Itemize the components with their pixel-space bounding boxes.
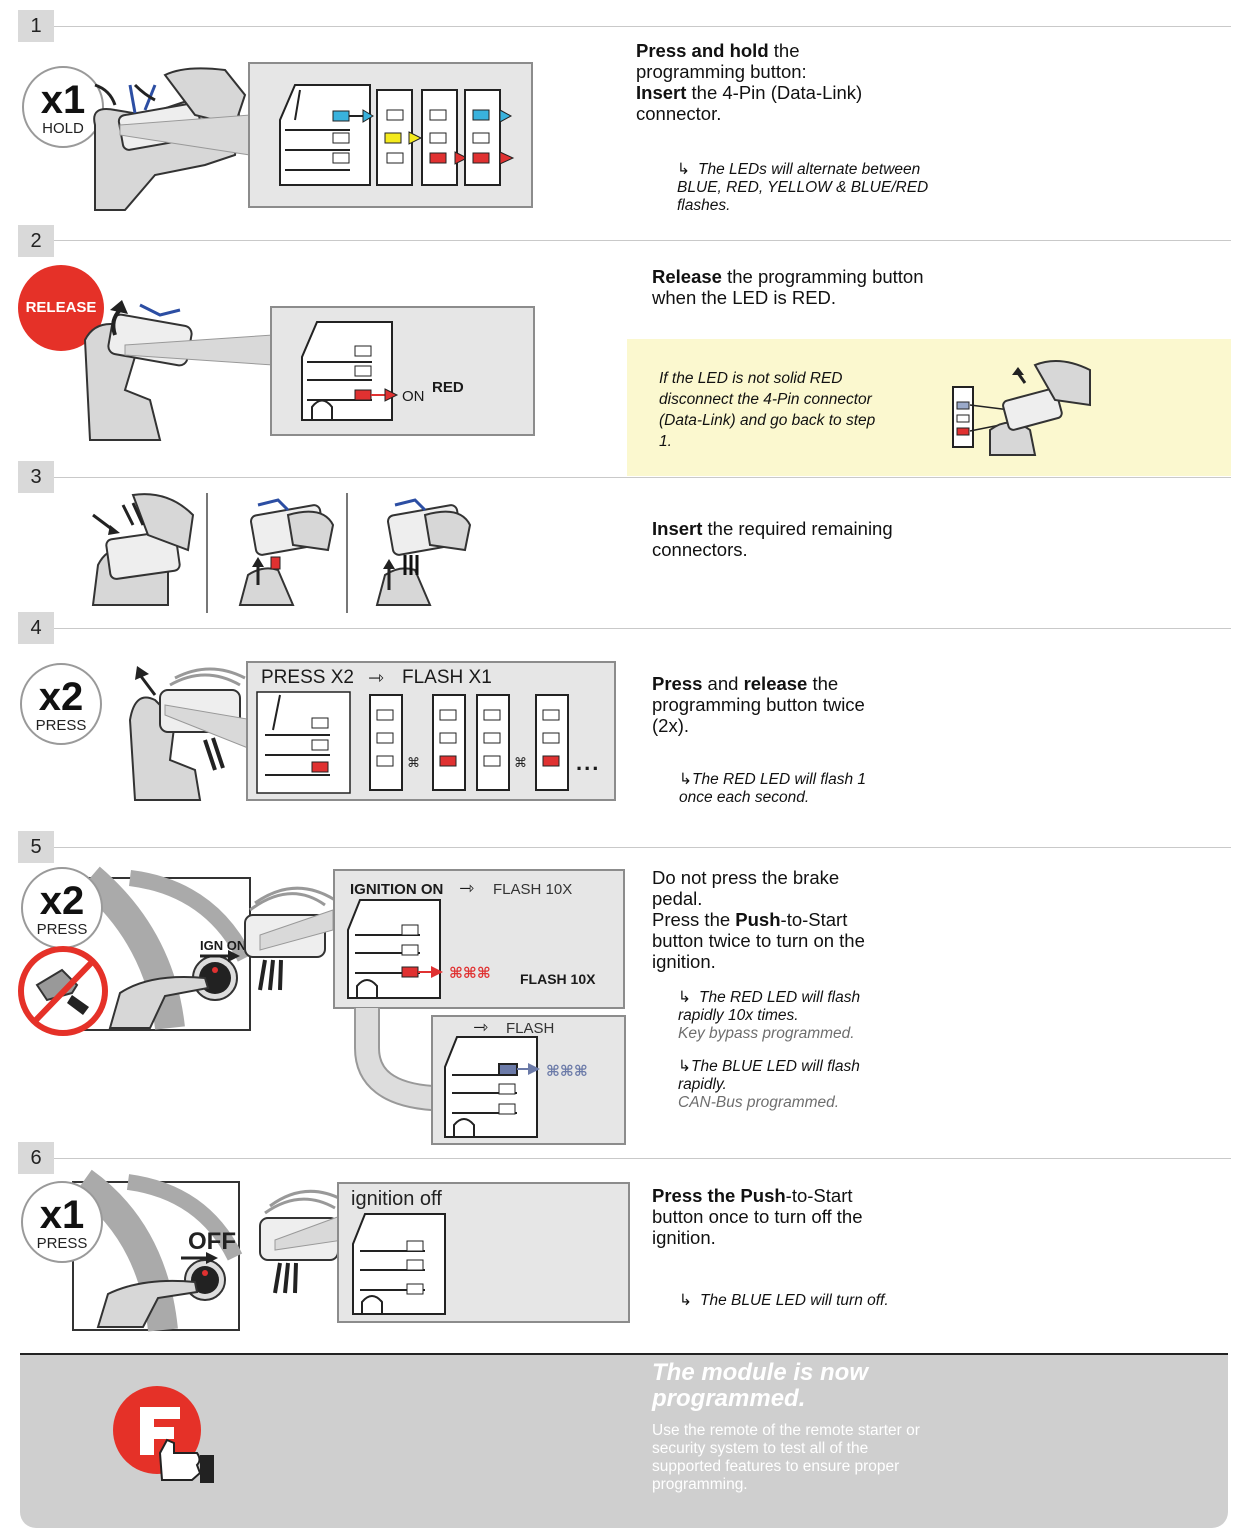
ign-on-label: IGN ON [200,938,247,953]
led-sequence-illustration [279,84,515,186]
press-x2-label: PRESS X2 [261,667,354,688]
no-brake-icon [18,946,108,1036]
arrow-return-icon: ↳ [678,1058,691,1075]
insert-connector-illustration-3 [375,498,472,606]
hold-badge: x1 HOLD [22,66,104,148]
connector-curve [354,1008,434,1111]
step-divider [54,240,1231,241]
flash-sequence-illustration: ⌘ ⌘ [256,691,569,794]
press-badge: x2 PRESS [21,867,103,949]
arrow-right-icon: ⇾ [459,878,475,898]
step-number-3: 3 [18,461,54,493]
red-led-illustration [301,321,399,421]
arrow-return-icon: ↳ [679,1292,692,1309]
step-3-instruction: Insert the required remaining connectors… [652,518,893,560]
zoom-callout [274,1214,344,1251]
svg-text:⌘⌘⌘: ⌘⌘⌘ [449,965,491,982]
step-divider [54,628,1231,629]
disconnect-illustration [952,360,1091,456]
zoom-callout [119,114,251,156]
completion-text: Use the remote of the remote starter or … [652,1422,920,1493]
press-badge: x1 PRESS [21,1181,103,1263]
ellipsis: ... [576,750,601,775]
step-number-1: 1 [18,10,54,42]
step-number-2: 2 [18,225,54,257]
ignition-off-label: ignition off [351,1188,442,1210]
step-number-5: 5 [18,831,54,863]
step-number-4: 4 [18,612,54,644]
completion-banner [20,1353,1228,1528]
completion-title: The module is now programmed. [652,1359,869,1412]
retry-tip-box [627,339,1231,476]
flash-label: FLASH [506,1020,555,1037]
arrow-right-icon: ⇾ [473,1017,489,1037]
step-6-note: ↳The BLUE LED will turn off. [679,1292,889,1309]
zoom-callout [124,334,274,366]
blue-flash-illustration: ⌘⌘⌘ [444,1036,588,1138]
dashboard-off-illustration [72,1169,243,1332]
led-on-label: ON [402,388,425,405]
arrow-return-icon: ↳ [679,771,692,788]
step-5-instruction: Do not press the brake pedal. Press the … [652,867,865,972]
arrow-return-icon: ↳ [678,989,691,1006]
retry-tip-text: If the LED is not solid RED disconnect t… [659,370,876,450]
step-2-instruction: Release the programming button when the … [652,266,924,308]
step-4-note: ↳The RED LED will flash 1 once each seco… [679,771,867,806]
zoom-callout [259,909,334,951]
arrow-return-icon: ↳ [677,161,690,178]
step-5-note-blue: ↳The BLUE LED will flash rapidly. CAN-Bu… [678,1058,860,1111]
step-4-instruction: Press and release the programming button… [652,673,865,736]
step-divider [54,26,1231,27]
step-divider [54,1158,1231,1159]
insert-connector-illustration-1 [91,493,195,606]
step-1-note: ↳The LEDs will alternate between BLUE, R… [677,161,929,214]
red-flash-illustration: ⌘⌘⌘ [347,899,491,999]
flash-10x-label: FLASH 10X [493,881,573,898]
ignition-on-label: IGNITION ON [350,881,444,898]
arrow-right-icon: ⇾ [368,668,384,689]
step-6-instruction: Press the Push-to-Start button once to t… [652,1185,863,1248]
divider-line [206,493,208,613]
svg-text:⌘: ⌘ [407,755,420,770]
led-color-label: RED [432,379,464,396]
led-off-illustration [352,1213,446,1315]
flash-x1-label: FLASH X1 [402,667,492,688]
thumbs-up-logo-icon [113,1386,214,1483]
svg-text:⌘⌘⌘: ⌘⌘⌘ [546,1063,588,1080]
zoom-callout [164,704,254,751]
step-divider [54,477,1231,478]
step-1-instruction: Press and hold the programming button: I… [636,40,863,124]
flash-10x-bold-label: FLASH 10X [520,971,596,987]
step-number-6: 6 [18,1142,54,1174]
off-label: OFF [188,1228,236,1255]
insert-connector-illustration-2 [238,498,335,606]
divider-line [346,493,348,613]
press-badge: x2 PRESS [20,663,102,745]
step-divider [54,847,1231,848]
step-5-note-red: ↳The RED LED will flash rapidly 10x time… [678,989,861,1042]
svg-text:⌘: ⌘ [514,755,527,770]
